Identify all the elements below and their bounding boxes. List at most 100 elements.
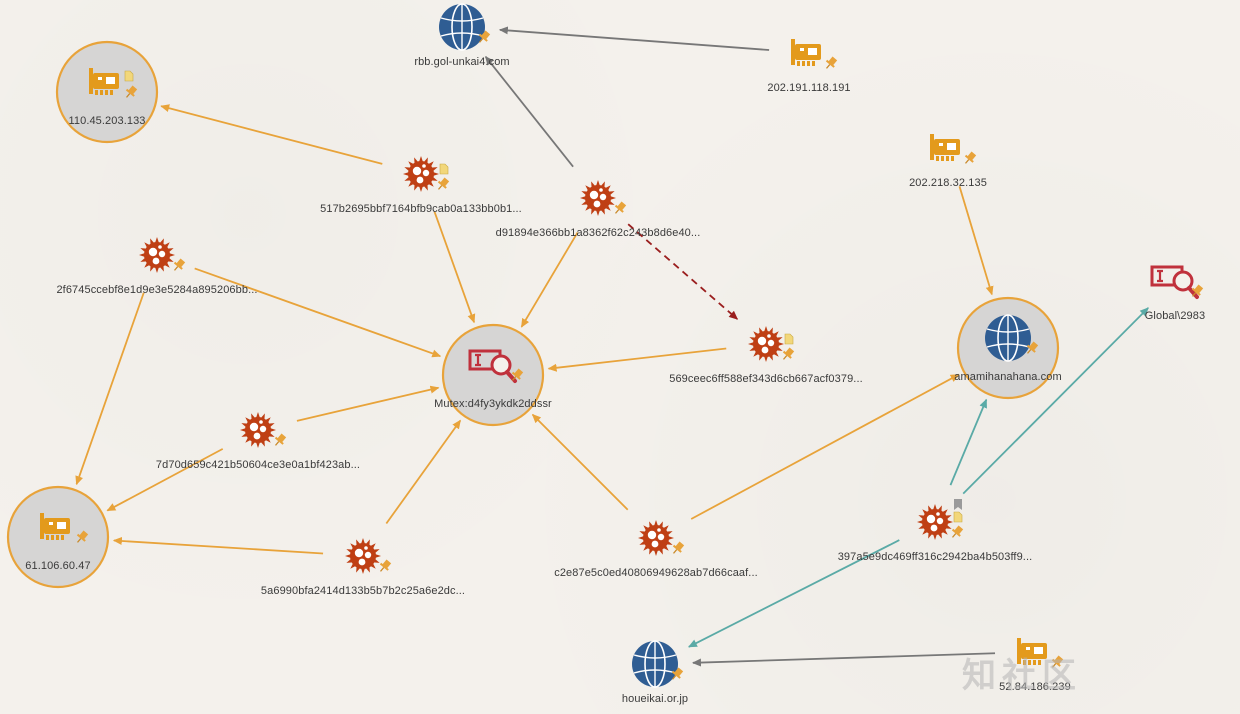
node-label[interactable]: Mutex:d4fy3ykdk2ddssr <box>434 398 552 410</box>
edge-7d7-to-61[interactable] <box>106 448 224 512</box>
node-domain[interactable] <box>632 640 685 688</box>
node-label[interactable]: 517b2695bbf7164bfb9cab0a133bb0b1... <box>320 203 522 215</box>
malware-icon <box>240 412 276 448</box>
edge-5a6-to-mutex[interactable] <box>385 419 462 525</box>
malware-icon <box>748 326 784 362</box>
node-ip[interactable] <box>55 40 159 144</box>
pin-icon[interactable] <box>123 84 139 100</box>
node-malware[interactable] <box>748 326 796 363</box>
malware-icon <box>139 237 175 273</box>
node-label[interactable]: 202.191.118.191 <box>767 82 851 94</box>
node-label[interactable]: d91894e366bb1a8362f62c243b8d6e40... <box>495 227 701 239</box>
edge-7d7-to-mutex[interactable] <box>296 385 440 422</box>
network-card-icon <box>40 513 70 540</box>
edge-d91-to-569[interactable] <box>627 223 739 320</box>
node-label[interactable]: houeikai.or.jp <box>621 693 689 705</box>
document-icon[interactable] <box>784 333 794 345</box>
pin-icon[interactable] <box>377 558 393 574</box>
node-domain[interactable] <box>439 3 492 51</box>
pin-icon[interactable] <box>823 55 839 71</box>
pin-icon[interactable] <box>509 367 525 383</box>
globe-icon <box>985 314 1031 362</box>
edge-569-to-mutex[interactable] <box>547 347 727 372</box>
pin-icon[interactable] <box>74 529 90 545</box>
pin-icon[interactable] <box>272 432 288 448</box>
node-ip[interactable] <box>1017 638 1065 671</box>
document-icon[interactable] <box>124 70 134 82</box>
node-label[interactable]: 569ceec6ff588ef343d6cb667acf0379... <box>669 373 863 385</box>
malware-icon <box>917 504 953 540</box>
pin-icon[interactable] <box>171 257 187 273</box>
node-label[interactable]: 52.84.186.239 <box>999 681 1071 693</box>
edge-517-to-110[interactable] <box>160 104 383 165</box>
edge-2f6-to-mutex[interactable] <box>194 267 442 358</box>
node-label[interactable]: rbb.gol-unkai4.com <box>414 56 510 68</box>
malware-icon <box>403 156 439 192</box>
pin-icon[interactable] <box>949 524 965 540</box>
node-label[interactable]: 110.45.203.133 <box>68 115 146 127</box>
pin-icon[interactable] <box>1024 340 1040 356</box>
document-icon[interactable] <box>439 163 449 175</box>
edges-layer <box>75 26 1149 667</box>
node-ip[interactable] <box>6 485 110 589</box>
pin-icon[interactable] <box>962 150 978 166</box>
node-malware[interactable] <box>240 412 288 449</box>
edge-c2e-to-mutex[interactable] <box>531 413 629 511</box>
node-ip[interactable] <box>791 39 839 72</box>
edge-2f6-to-61[interactable] <box>75 292 145 486</box>
node-label[interactable]: 202.218.32.135 <box>909 177 987 189</box>
network-card-icon <box>89 68 119 95</box>
node-label[interactable]: Global\2983 <box>1144 310 1206 322</box>
globe-icon <box>632 640 678 688</box>
edge-397-to-global[interactable] <box>962 307 1149 495</box>
pin-icon[interactable] <box>669 666 685 682</box>
edge-d91-to-mutex[interactable] <box>520 231 579 328</box>
node-label[interactable]: 5a6990bfa2414d133b5b7b2c25a6e2dc... <box>260 585 466 597</box>
malware-icon <box>638 520 674 556</box>
pin-icon[interactable] <box>612 200 628 216</box>
pin-icon[interactable] <box>1189 283 1205 299</box>
pin-icon[interactable] <box>476 29 492 45</box>
node-malware[interactable] <box>917 499 965 541</box>
pin-icon[interactable] <box>670 540 686 556</box>
pin-icon[interactable] <box>435 176 451 192</box>
edge-202218-to-amami[interactable] <box>958 186 994 296</box>
node-label[interactable]: amamihanahana.com <box>954 371 1062 383</box>
mutex-search-icon <box>1150 265 1199 299</box>
node-malware[interactable] <box>638 520 686 557</box>
network-card-icon <box>791 39 821 66</box>
edge-52-to-houei[interactable] <box>691 652 996 667</box>
pin-icon[interactable] <box>1049 654 1065 670</box>
edge-d91-to-rbb[interactable] <box>484 55 574 168</box>
focus-ring <box>441 323 545 427</box>
node-label[interactable]: 7d70d659c421b50604ce3e0a1bf423ab... <box>155 459 361 471</box>
edge-517-to-mutex[interactable] <box>433 211 476 324</box>
malware-icon <box>345 538 381 574</box>
document-icon[interactable] <box>953 511 963 523</box>
edge-202191-to-rbb[interactable] <box>498 26 770 51</box>
edge-c2e-to-amami[interactable] <box>690 373 960 520</box>
node-malware[interactable] <box>345 538 393 575</box>
node-mutex[interactable] <box>1150 265 1205 300</box>
watermark: 知社区 <box>962 657 1082 695</box>
node-label[interactable]: c2e87e5c0ed40806949628ab7d66caaf... <box>554 567 758 579</box>
node-label[interactable]: 61.106.60.47 <box>25 560 91 572</box>
bookmark-icon[interactable] <box>954 499 962 510</box>
edge-5a6-to-61[interactable] <box>112 536 324 555</box>
network-card-icon <box>930 134 960 161</box>
node-malware[interactable] <box>403 156 451 193</box>
node-domain[interactable] <box>956 296 1060 400</box>
node-label[interactable]: 397a5e9dc469ff316c2942ba4b503ff9... <box>837 551 1033 563</box>
mutex-search-icon <box>468 349 517 383</box>
node-ip[interactable] <box>930 134 978 167</box>
edge-397-to-houei[interactable] <box>687 539 900 648</box>
node-malware[interactable] <box>139 237 187 274</box>
node-malware[interactable] <box>580 180 628 217</box>
node-mutex[interactable] <box>441 323 545 427</box>
edge-397-to-amami[interactable] <box>949 398 988 486</box>
node-label[interactable]: 2f6745ccebf8e1d9e3e5284a895206bb... <box>56 284 258 296</box>
pin-icon[interactable] <box>780 346 796 362</box>
nodes-layer <box>6 3 1205 688</box>
